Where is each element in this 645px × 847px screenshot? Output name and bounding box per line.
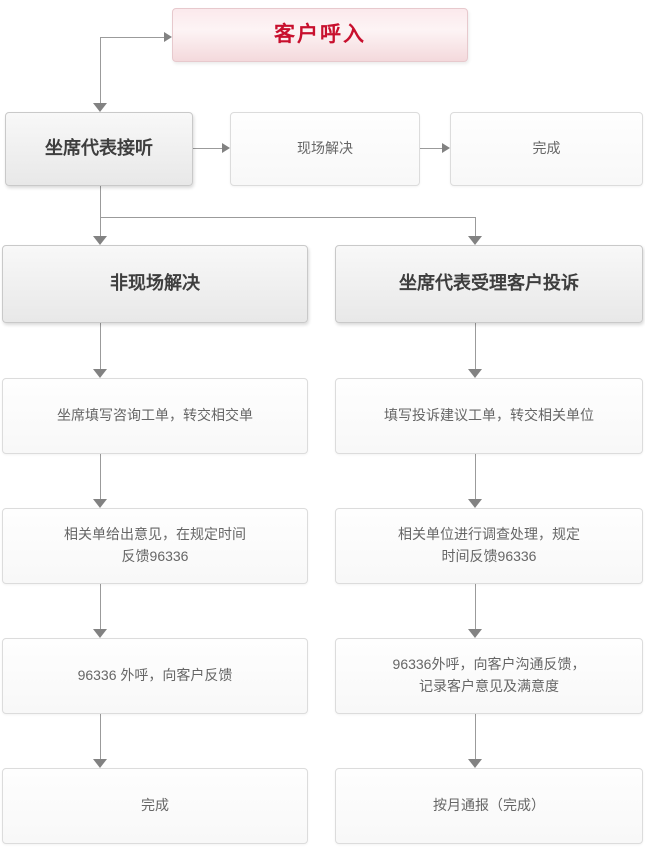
arrow-down-icon xyxy=(93,759,107,768)
node-label: 相关单给出意见，在规定时间 反馈96336 xyxy=(64,526,246,564)
arrow-down-icon xyxy=(468,236,482,245)
connector-line xyxy=(100,217,101,236)
node-label: 坐席代表受理客户投诉 xyxy=(399,273,579,294)
connector-line xyxy=(100,454,101,500)
node-complaint-header: 坐席代表受理客户投诉 xyxy=(335,245,643,323)
connector-line xyxy=(475,584,476,630)
arrow-right-icon xyxy=(442,143,450,153)
node-agent-answer: 坐席代表接听 xyxy=(5,112,193,186)
node-complaint-step4: 按月通报（完成） xyxy=(335,768,643,844)
node-label: 96336外呼，向客户沟通反馈， 记录客户意见及满意度 xyxy=(392,656,586,694)
node-label: 坐席填写咨询工单，转交相交单 xyxy=(57,407,253,424)
connector-line xyxy=(475,714,476,760)
node-offsite-step1: 坐席填写咨询工单，转交相交单 xyxy=(2,378,308,454)
arrow-right-icon xyxy=(164,32,172,42)
node-label: 完成 xyxy=(141,797,169,814)
connector-line xyxy=(475,454,476,500)
connector-line xyxy=(420,148,442,149)
connector-line xyxy=(100,584,101,630)
connector-line xyxy=(100,37,101,103)
node-offsite-step3: 96336 外呼，向客户反馈 xyxy=(2,638,308,714)
arrow-down-icon xyxy=(93,236,107,245)
arrow-down-icon xyxy=(93,499,107,508)
arrow-down-icon xyxy=(468,759,482,768)
arrow-down-icon xyxy=(468,499,482,508)
node-onsite-resolve: 现场解决 xyxy=(230,112,420,186)
connector-line xyxy=(100,714,101,760)
connector-line xyxy=(100,37,164,38)
arrow-down-icon xyxy=(468,369,482,378)
node-offsite-step2: 相关单给出意见，在规定时间 反馈96336 xyxy=(2,508,308,584)
node-label: 填写投诉建议工单，转交相关单位 xyxy=(384,407,594,424)
arrow-right-icon xyxy=(222,143,230,153)
node-offsite-header: 非现场解决 xyxy=(2,245,308,323)
node-offsite-step4: 完成 xyxy=(2,768,308,844)
node-complaint-step2: 相关单位进行调查处理，规定 时间反馈96336 xyxy=(335,508,643,584)
connector-line xyxy=(100,323,101,370)
node-label: 96336 外呼，向客户反馈 xyxy=(77,667,233,684)
node-complaint-step3: 96336外呼，向客户沟通反馈， 记录客户意见及满意度 xyxy=(335,638,643,714)
connector-line xyxy=(193,148,222,149)
node-label: 按月通报（完成） xyxy=(433,797,545,814)
node-label: 完成 xyxy=(532,140,561,157)
node-label: 相关单位进行调查处理，规定 时间反馈96336 xyxy=(398,526,580,564)
arrow-down-icon xyxy=(468,629,482,638)
arrow-down-icon xyxy=(93,369,107,378)
arrow-down-icon xyxy=(93,629,107,638)
node-complaint-step1: 填写投诉建议工单，转交相关单位 xyxy=(335,378,643,454)
connector-line xyxy=(100,217,476,218)
node-label: 客户呼入 xyxy=(274,22,366,46)
connector-line xyxy=(100,186,101,217)
node-label: 非现场解决 xyxy=(110,273,200,294)
node-label: 现场解决 xyxy=(297,140,353,157)
node-customer-call: 客户呼入 xyxy=(172,8,468,62)
connector-line xyxy=(475,323,476,370)
node-onsite-done: 完成 xyxy=(450,112,643,186)
node-label: 坐席代表接听 xyxy=(45,138,153,159)
connector-line xyxy=(475,217,476,236)
arrow-down-icon xyxy=(93,103,107,112)
